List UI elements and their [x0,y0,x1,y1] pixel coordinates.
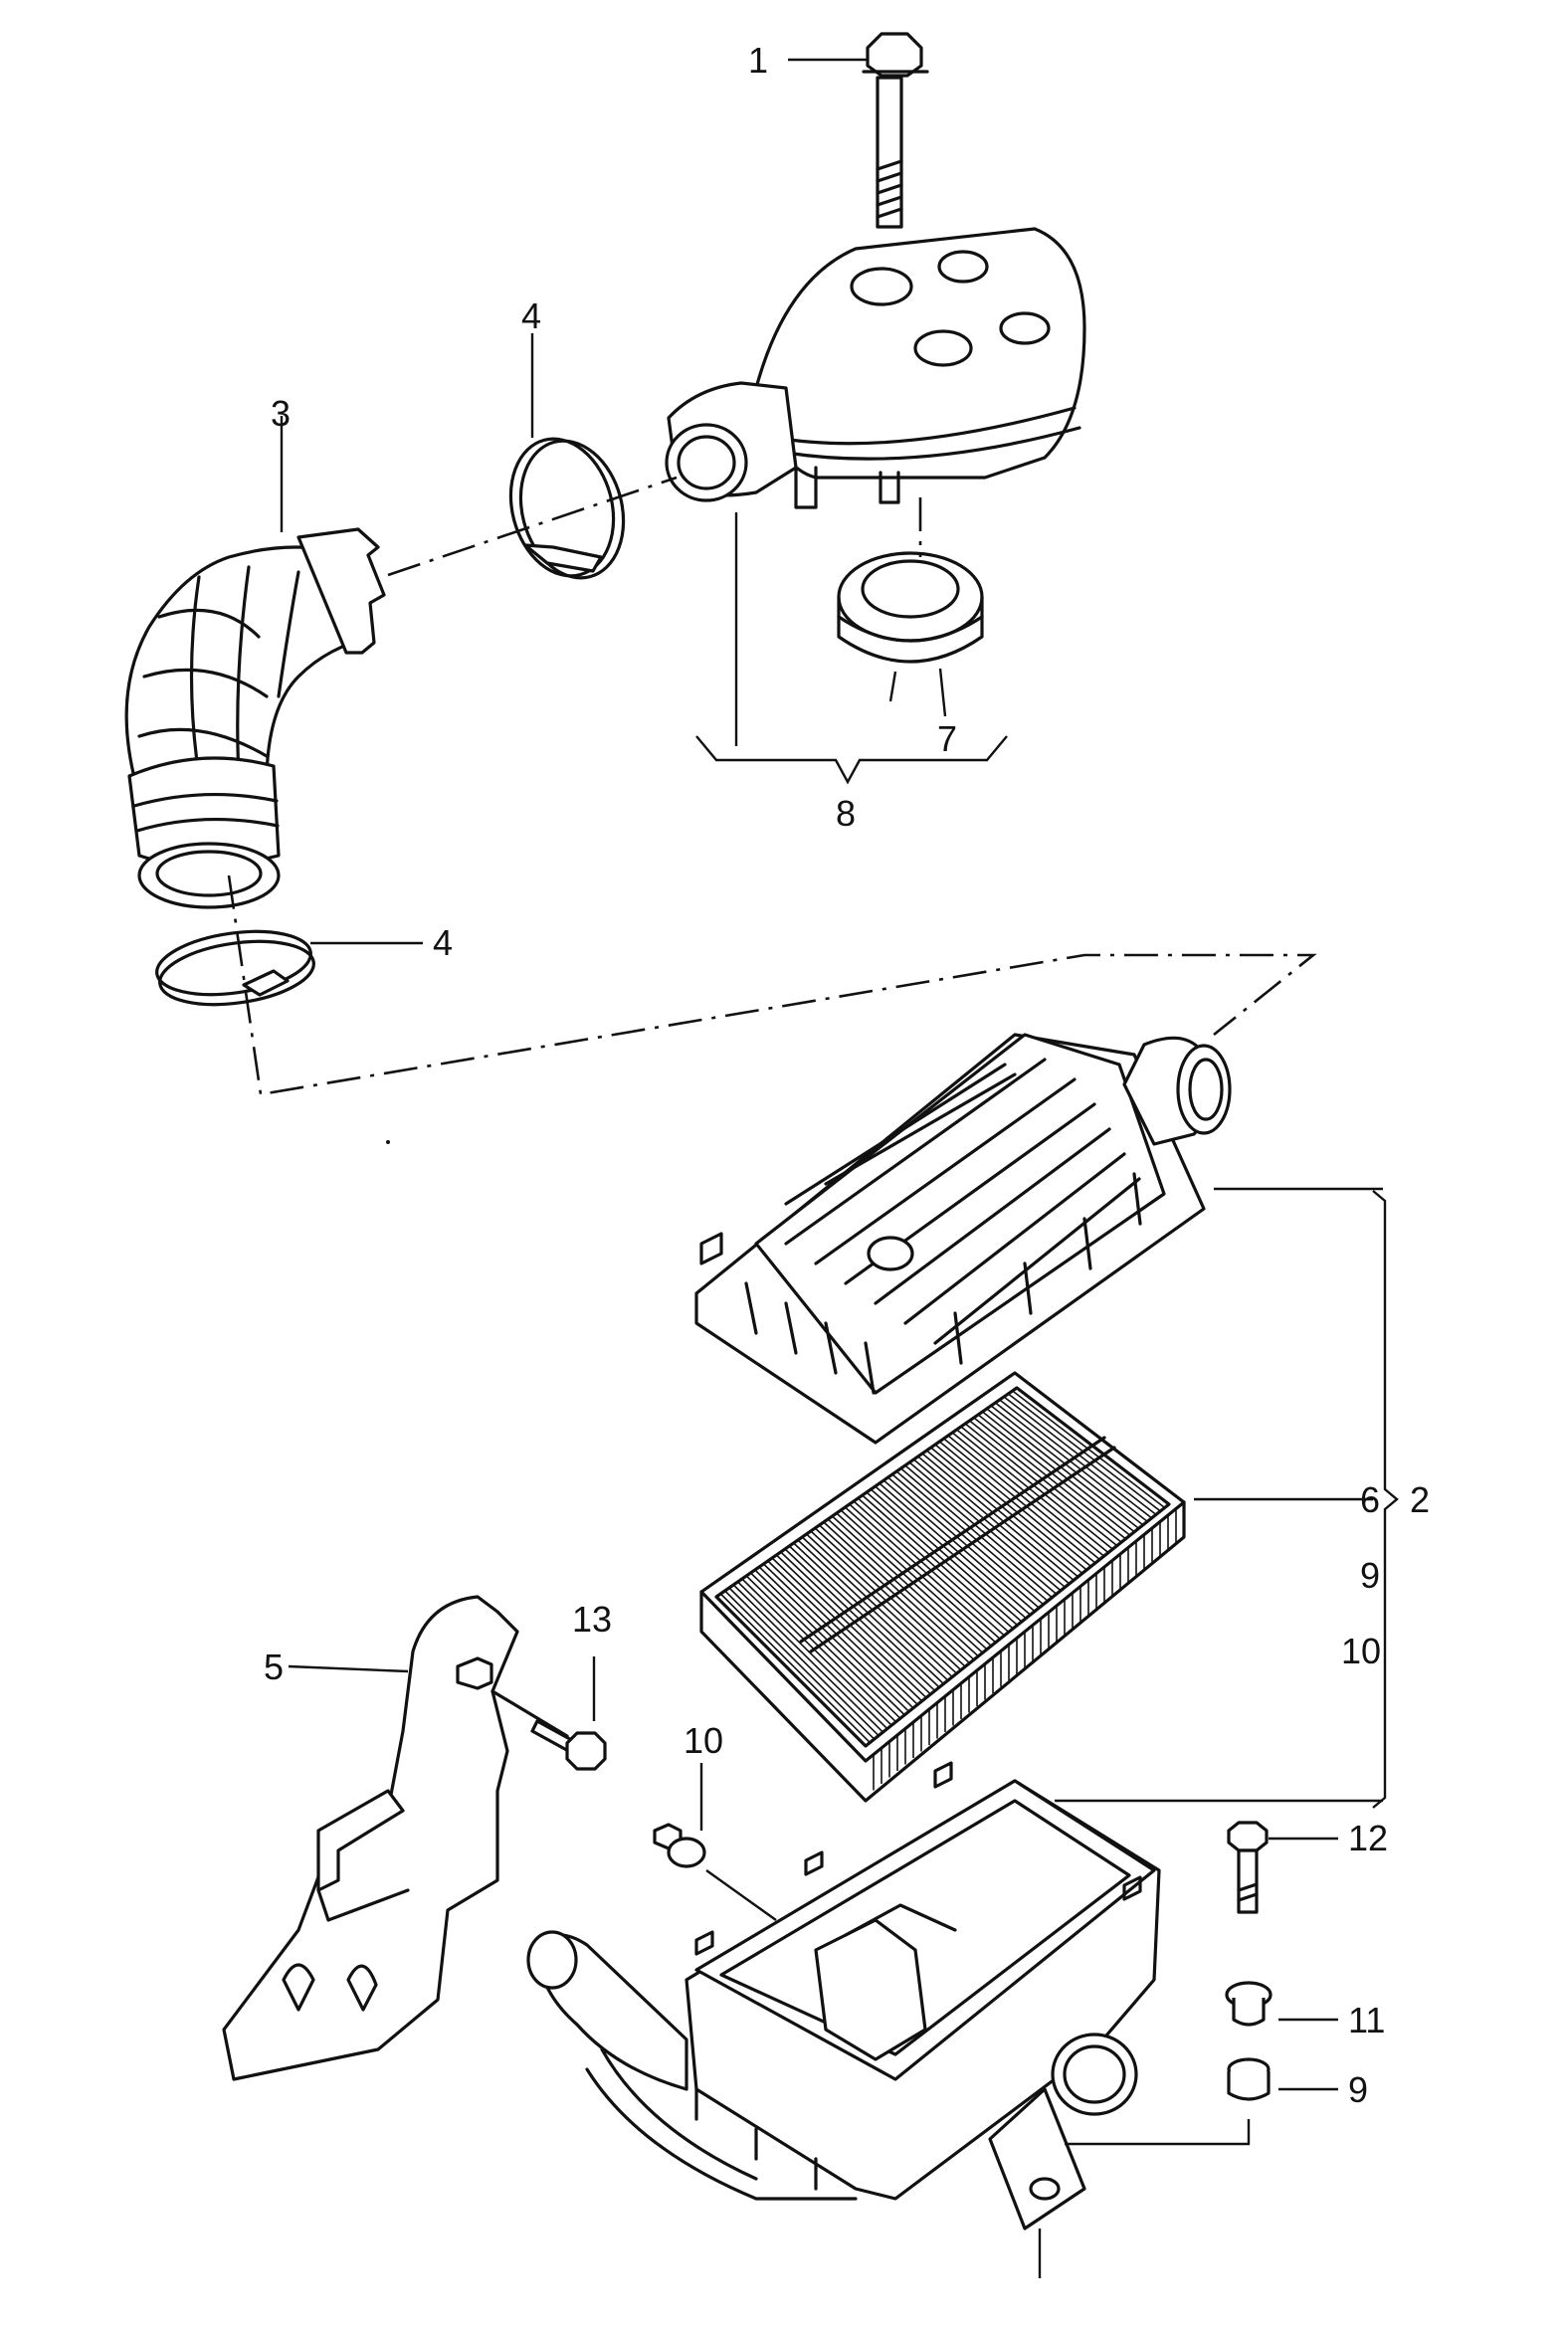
filter-pleat-line [767,1560,918,1705]
rubber-mount-drawing [1227,2057,1271,2101]
screw-drawing [490,1689,607,1771]
filter-pleat-line [994,1402,1148,1522]
filter-pleat-line [775,1554,927,1698]
filter-pleat-line [745,1575,897,1723]
filter-pleat-line [973,1417,1126,1540]
resonator-drawing [665,227,1086,509]
filter-pleat-line [981,1411,1135,1533]
callout-4-bottom: 4 [433,922,453,963]
callout-2: 2 [1410,1479,1430,1520]
bracket-2 [1372,1190,1399,1809]
filter-cover-drawing [694,1033,1232,1445]
filter-pleat-line [986,1408,1139,1529]
filter-pleat-line [930,1447,1083,1575]
filter-pleat-line [741,1578,892,1726]
filter-pleat-line [899,1467,1053,1599]
filter-pleat-line [895,1470,1049,1602]
bolt-bottom-drawing [1227,1821,1269,1914]
spacer-bush-drawing [1225,1981,1273,2027]
bracket-panel-drawing [222,1595,519,2081]
filter-pleat-line [882,1479,1036,1613]
callout-4-top: 4 [521,295,541,336]
filter-pleat-line [724,1590,876,1740]
clamp-top-drawing [508,437,626,580]
filter-pleat-line [762,1563,914,1709]
leader-10b [705,1869,777,1921]
filter-pleat-line [969,1420,1122,1543]
axis-hose-resonator [387,476,678,577]
filter-pleat-line [749,1572,901,1719]
filter-pleat-line [925,1450,1079,1578]
filter-pleat-line [990,1405,1144,1526]
callout-10-part: 10 [684,1720,723,1761]
filter-pleat-line [754,1569,905,1716]
filter-pleat-line [921,1453,1075,1581]
callout-13: 13 [572,1599,612,1640]
callout-10-list: 10 [1341,1631,1381,1671]
filter-pleat-line [844,1506,997,1644]
filter-pleat-line [938,1441,1092,1568]
filter-pleat-line [862,1494,1014,1630]
filter-pleat-line [960,1426,1113,1550]
leader-9-housing [1065,2119,1251,2146]
callout-11: 11 [1348,2000,1385,2040]
filter-pleat-line [999,1399,1153,1519]
filter-pleat-line [951,1432,1105,1557]
filter-pleats [719,1390,1177,1791]
axis-hose-housing [227,874,1317,1096]
filter-pleat-line [875,1485,1027,1620]
filter-pleat-line [943,1438,1096,1564]
callout-1: 1 [748,40,768,81]
filter-pleat-line [934,1444,1087,1571]
callout-9-right: 9 [1348,2069,1368,2110]
filter-pleat-line [912,1458,1066,1588]
intake-hose-drawing [124,527,386,909]
clamp-bottom-drawing [155,929,315,1007]
filter-pleat-line [904,1464,1058,1595]
callout-3: 3 [271,393,291,434]
filter-pleat-line [758,1566,910,1712]
filter-housing-drawing [526,1761,1161,2231]
grommet-drawing [837,551,984,664]
filter-pleat-line [977,1414,1131,1536]
leader-2-lines [1055,1187,1383,1803]
filter-pleat-line [947,1435,1100,1561]
filter-pleat-line [840,1509,992,1647]
filter-pleat-line [771,1557,923,1702]
filter-pleat-line [737,1581,888,1730]
callout-7: 7 [937,718,957,759]
filter-pleat-line [887,1476,1040,1609]
pin-drawing [653,1823,706,1868]
filter-pleat-line [732,1584,883,1733]
filter-element-drawing [699,1371,1186,1803]
filter-pleat-line [857,1497,1010,1634]
filter-pleat-line [908,1461,1062,1592]
leader-7 [938,668,947,717]
filter-pleat-line [836,1512,988,1650]
callout-6: 6 [1360,1479,1380,1520]
filter-pleat-line [964,1423,1118,1547]
filter-pleat-line [831,1515,984,1653]
filter-pleat-line [853,1500,1005,1637]
bracket-8 [695,735,1008,785]
leader-5 [288,1664,409,1673]
filter-pleat-line [879,1482,1032,1616]
stray-mark [386,1140,390,1144]
callout-5: 5 [264,1647,284,1687]
filter-pleat-line [956,1429,1109,1554]
filter-pleat-line [728,1587,880,1737]
callout-8: 8 [836,793,856,834]
filter-pleat-line [866,1491,1019,1627]
callout-9-list: 9 [1360,1555,1380,1596]
filter-pleat-line [870,1488,1023,1623]
filter-pleat-line [917,1456,1071,1585]
callout-12: 12 [1348,1818,1388,1858]
filter-pleat-line [891,1473,1045,1606]
leader-7b [888,671,897,702]
filter-pleat-line [849,1503,1001,1640]
bolt-top-drawing [862,32,929,229]
filter-pleat-line [719,1593,871,1744]
